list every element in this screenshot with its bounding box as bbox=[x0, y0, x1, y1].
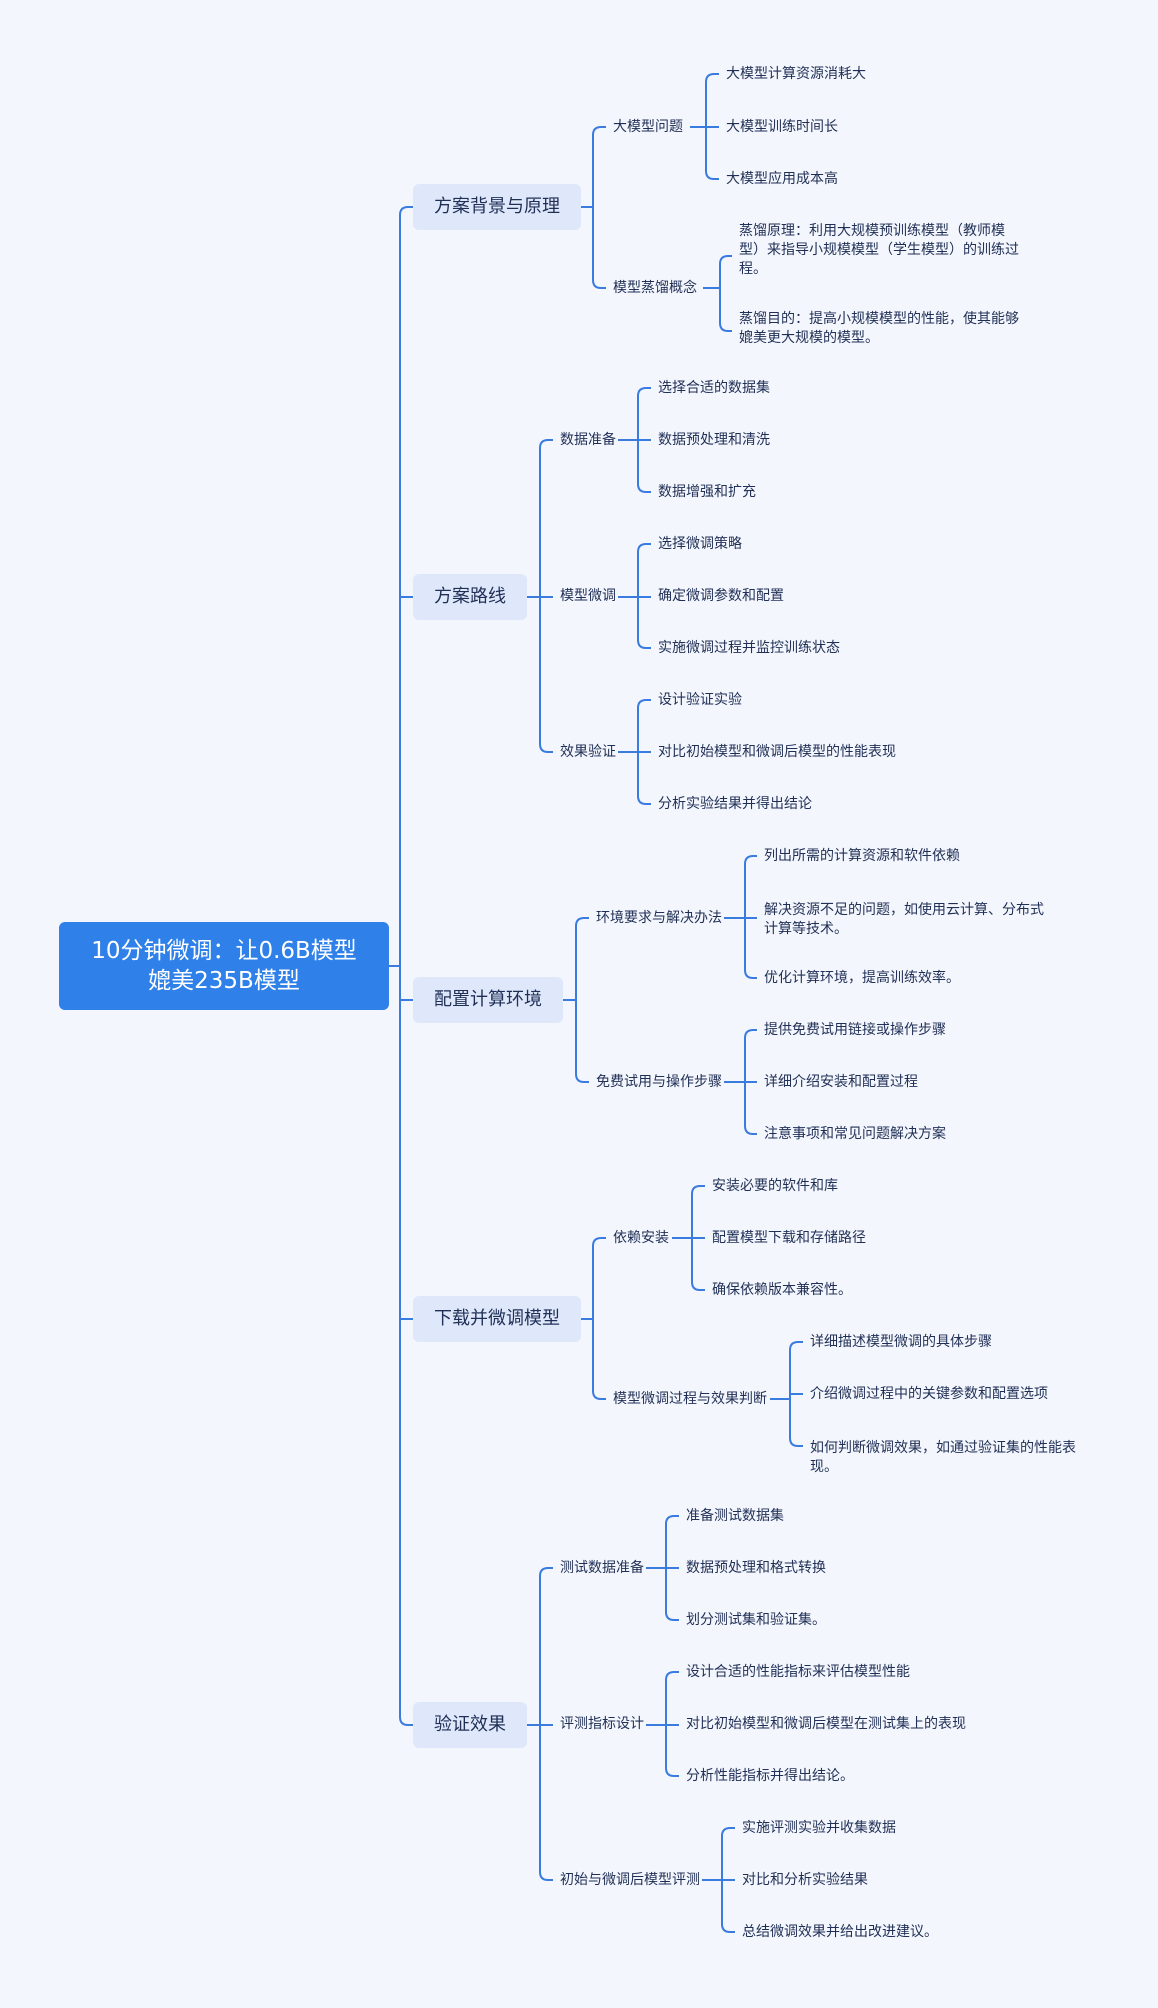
connector-line bbox=[637, 639, 651, 649]
connector-line bbox=[637, 543, 651, 553]
connector-line bbox=[721, 1923, 735, 1933]
leaf-item[interactable]: 分析性能指标并得出结论。 bbox=[686, 1768, 854, 1784]
connector-line bbox=[665, 1671, 679, 1681]
leaf-item[interactable]: 确保依赖版本兼容性。 bbox=[712, 1282, 852, 1298]
connector-line bbox=[789, 1341, 803, 1351]
connector-line bbox=[539, 743, 553, 753]
subtopic-model-evaluation[interactable]: 初始与微调后模型评测 bbox=[560, 1872, 700, 1888]
leaf-item[interactable]: 蒸馏目的：提高小规模模型的性能，使其能够媲美更大规模的模型。 bbox=[739, 311, 1019, 346]
leaf-item[interactable]: 大模型训练时间长 bbox=[726, 119, 838, 135]
connector-line bbox=[744, 969, 757, 979]
subtopic-finetune-process[interactable]: 模型微调过程与效果判断 bbox=[613, 1391, 767, 1407]
connector-line bbox=[691, 1185, 705, 1195]
leaf-item[interactable]: 数据增强和扩充 bbox=[658, 484, 756, 500]
branch-validate-effect[interactable]: 验证效果 bbox=[413, 1702, 527, 1748]
leaf-item[interactable]: 对比初始模型和微调后模型在测试集上的表现 bbox=[686, 1716, 966, 1732]
leaf-item[interactable]: 数据预处理和清洗 bbox=[658, 432, 770, 448]
leaf-item[interactable]: 实施评测实验并收集数据 bbox=[742, 1820, 896, 1836]
branch-configure-compute[interactable]: 配置计算环境 bbox=[413, 977, 563, 1023]
leaf-item[interactable]: 确定微调参数和配置 bbox=[658, 588, 784, 604]
leaf-item[interactable]: 总结微调效果并给出改进建议。 bbox=[742, 1924, 938, 1940]
connector-line bbox=[637, 483, 651, 493]
connector-line bbox=[637, 795, 651, 805]
leaf-item[interactable]: 实施微调过程并监控训练状态 bbox=[658, 640, 840, 656]
branch-download-finetune[interactable]: 下载并微调模型 bbox=[413, 1296, 581, 1342]
leaf-item[interactable]: 提供免费试用链接或操作步骤 bbox=[764, 1022, 946, 1038]
leaf-item[interactable]: 划分测试集和验证集。 bbox=[686, 1612, 826, 1628]
subtopic-env-requirements[interactable]: 环境要求与解决办法 bbox=[596, 910, 722, 926]
connector-line bbox=[691, 1281, 705, 1291]
leaf-item[interactable]: 设计验证实验 bbox=[658, 692, 742, 708]
root-title-line2: 媲美235B模型 bbox=[148, 968, 300, 994]
connector-line bbox=[721, 1827, 735, 1837]
connector-line bbox=[705, 73, 719, 83]
leaf-item[interactable]: 蒸馏原理：利用大规模预训练模型（教师模型）来指导小规模模型（学生模型）的训练过程… bbox=[739, 223, 1019, 277]
branch-background-principle[interactable]: 方案背景与原理 bbox=[413, 184, 581, 230]
connector-line bbox=[592, 279, 606, 289]
subtopic-data-preparation[interactable]: 数据准备 bbox=[560, 432, 616, 448]
subtopic-free-trial-steps[interactable]: 免费试用与操作步骤 bbox=[596, 1074, 722, 1090]
leaf-item[interactable]: 列出所需的计算资源和软件依赖 bbox=[764, 848, 960, 864]
subtopic-metric-design[interactable]: 评测指标设计 bbox=[560, 1716, 644, 1732]
connector-line bbox=[575, 1073, 589, 1083]
leaf-item[interactable]: 详细描述模型微调的具体步骤 bbox=[810, 1334, 992, 1350]
connector-line bbox=[637, 387, 651, 397]
connector-line bbox=[592, 1237, 606, 1247]
subtopic-model-finetune[interactable]: 模型微调 bbox=[560, 588, 616, 604]
leaf-item[interactable]: 如何判断微调效果，如通过验证集的性能表现。 bbox=[810, 1440, 1076, 1475]
connector-line bbox=[789, 1437, 803, 1447]
connector-line bbox=[705, 170, 719, 180]
subtopic-large-model-problems[interactable]: 大模型问题 bbox=[613, 119, 683, 135]
leaf-item[interactable]: 解决资源不足的问题，如使用云计算、分布式计算等技术。 bbox=[764, 902, 1044, 937]
connector-line bbox=[744, 855, 757, 865]
leaf-item[interactable]: 设计合适的性能指标来评估模型性能 bbox=[686, 1664, 910, 1680]
connector-line bbox=[592, 126, 606, 136]
connector-line bbox=[744, 1029, 757, 1039]
branch-solution-route[interactable]: 方案路线 bbox=[413, 574, 527, 620]
connector-line bbox=[665, 1611, 679, 1621]
leaf-item[interactable]: 注意事项和常见问题解决方案 bbox=[764, 1126, 946, 1142]
leaf-item[interactable]: 安装必要的软件和库 bbox=[712, 1178, 838, 1194]
connector-line bbox=[575, 917, 589, 927]
root-title-line1: 10分钟微调：让0.6B模型 bbox=[91, 938, 357, 964]
root-topic[interactable]: 10分钟微调：让0.6B模型 媲美235B模型 bbox=[59, 922, 389, 1010]
leaf-item[interactable]: 详细介绍安装和配置过程 bbox=[764, 1074, 918, 1090]
connector-line bbox=[637, 699, 651, 709]
leaf-item[interactable]: 大模型应用成本高 bbox=[726, 171, 838, 187]
leaf-item[interactable]: 对比和分析实验结果 bbox=[742, 1872, 868, 1888]
connector-line bbox=[665, 1767, 679, 1777]
leaf-item[interactable]: 介绍微调过程中的关键参数和配置选项 bbox=[810, 1386, 1048, 1402]
connector-line bbox=[539, 439, 553, 449]
connector-line bbox=[719, 322, 732, 332]
connector-line bbox=[719, 255, 732, 265]
leaf-item[interactable]: 配置模型下载和存储路径 bbox=[712, 1230, 866, 1246]
connector-line bbox=[592, 1390, 606, 1400]
leaf-item[interactable]: 对比初始模型和微调后模型的性能表现 bbox=[658, 744, 896, 760]
subtopic-dependency-install[interactable]: 依赖安装 bbox=[613, 1230, 669, 1246]
subtopic-distillation-concept[interactable]: 模型蒸馏概念 bbox=[613, 280, 697, 296]
connector-line bbox=[539, 1871, 553, 1881]
connector-line bbox=[744, 1125, 757, 1135]
leaf-item[interactable]: 数据预处理和格式转换 bbox=[686, 1560, 826, 1576]
leaf-item[interactable]: 选择合适的数据集 bbox=[658, 380, 770, 396]
subtopic-test-data-prep[interactable]: 测试数据准备 bbox=[560, 1560, 644, 1576]
leaf-item[interactable]: 优化计算环境，提高训练效率。 bbox=[764, 970, 960, 986]
connector-line bbox=[665, 1515, 679, 1525]
leaf-item[interactable]: 分析实验结果并得出结论 bbox=[658, 796, 812, 812]
leaf-item[interactable]: 大模型计算资源消耗大 bbox=[726, 66, 866, 82]
leaf-item[interactable]: 选择微调策略 bbox=[658, 536, 742, 552]
connector-line bbox=[399, 206, 413, 216]
connector-line bbox=[539, 1567, 553, 1577]
subtopic-effect-validation[interactable]: 效果验证 bbox=[560, 744, 616, 760]
leaf-item[interactable]: 准备测试数据集 bbox=[686, 1508, 784, 1524]
connector-line bbox=[399, 1716, 413, 1726]
